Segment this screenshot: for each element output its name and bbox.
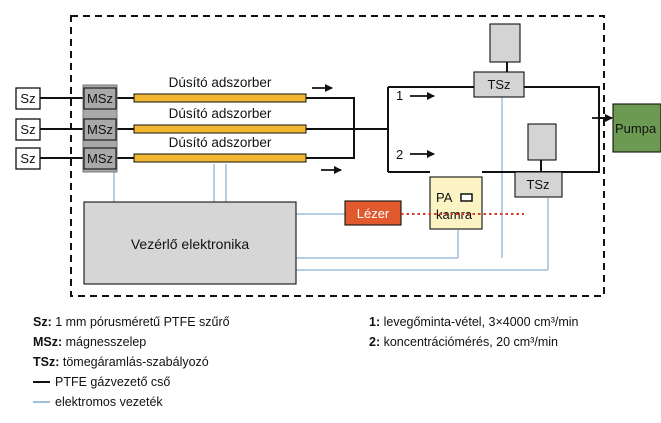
adsorber-label: Dúsító adszorber [169,75,272,90]
msz-valve-1: MSz [83,87,117,110]
legend-key: Sz: [33,315,52,329]
legend-item: MSz: mágnesszelep [33,332,230,352]
adsorber-3: Dúsító adszorber [133,135,307,163]
msz-label: MSz [87,91,113,106]
adsorber-2: Dúsító adszorber [133,106,307,134]
tsz-label: TSz [526,177,549,192]
branch-1-label: 1 [396,88,403,103]
tsz-controller-bottom: TSz [514,123,563,198]
sz-filter-3: Sz [15,147,41,170]
gas-line-swatch [33,380,50,383]
instrument-enclosure [70,15,605,297]
sz-filter-1: Sz [15,87,41,110]
sz-filter-2: Sz [15,118,41,141]
legend-text: levegőminta-vétel, 3×4000 cm³/min [380,315,579,329]
adsorber-label: Dúsító adszorber [169,106,272,121]
electrical-wires [113,97,549,271]
legend-text: mágnesszelep [62,335,147,349]
flow-arrows [312,84,613,174]
msz-valve-2: MSz [83,118,117,141]
pa-chamber: PA kamra [429,176,483,230]
msz-label: MSz [87,122,113,137]
tsz-label: TSz [487,77,510,92]
legend-key: MSz: [33,335,63,349]
pump-label: Pumpa [615,121,657,136]
adsorber-label: Dúsító adszorber [169,135,272,150]
pa-kamra-label: kamra [436,207,473,222]
sz-label: Sz [20,151,35,166]
sz-label: Sz [20,91,35,106]
sz-label: Sz [20,122,35,137]
laser-label: Lézer [357,206,390,221]
msz-label: MSz [87,151,113,166]
wire-swatch [33,400,50,403]
legend-left: Sz: 1 mm pórusméretű PTFE szűrő MSz: mág… [33,312,230,412]
legend-text: koncentrációmérés, 20 cm³/min [380,335,558,349]
pa-label: PA [436,190,453,205]
branch-2-label: 2 [396,147,403,162]
legend-text: 1 mm pórusméretű PTFE szűrő [51,315,230,329]
electronics-label: Vezérlő elektronika [131,236,250,252]
legend-item: 2: koncentrációmérés, 20 cm³/min [369,332,578,352]
legend-item: 1: levegőminta-vétel, 3×4000 cm³/min [369,312,578,332]
legend-wire: elektromos vezeték [33,392,230,412]
legend-key: TSz: [33,355,60,369]
legend-item: Sz: 1 mm pórusméretű PTFE szűrő [33,312,230,332]
legend-key: 2: [369,335,381,349]
legend-key: 1: [369,315,381,329]
tsz-controller-top: TSz [473,23,525,98]
pump: Pumpa [612,103,661,153]
msz-valve-3: MSz [83,147,117,170]
laser: Lézer [344,200,402,226]
legend-text: elektromos vezeték [55,395,163,409]
gas-lines [40,61,612,173]
legend-text: tömegáramlás-szabályozó [59,355,209,369]
adsorber-1: Dúsító adszorber [133,75,307,103]
legend-gas-line: PTFE gázvezető cső [33,372,230,392]
legend-right: 1: levegőminta-vétel, 3×4000 cm³/min 2: … [369,312,578,352]
control-electronics: Vezérlő elektronika [83,201,297,285]
legend-text: PTFE gázvezető cső [55,375,171,389]
pa-cell-icon [460,193,473,202]
legend-item: TSz: tömegáramlás-szabályozó [33,352,230,372]
